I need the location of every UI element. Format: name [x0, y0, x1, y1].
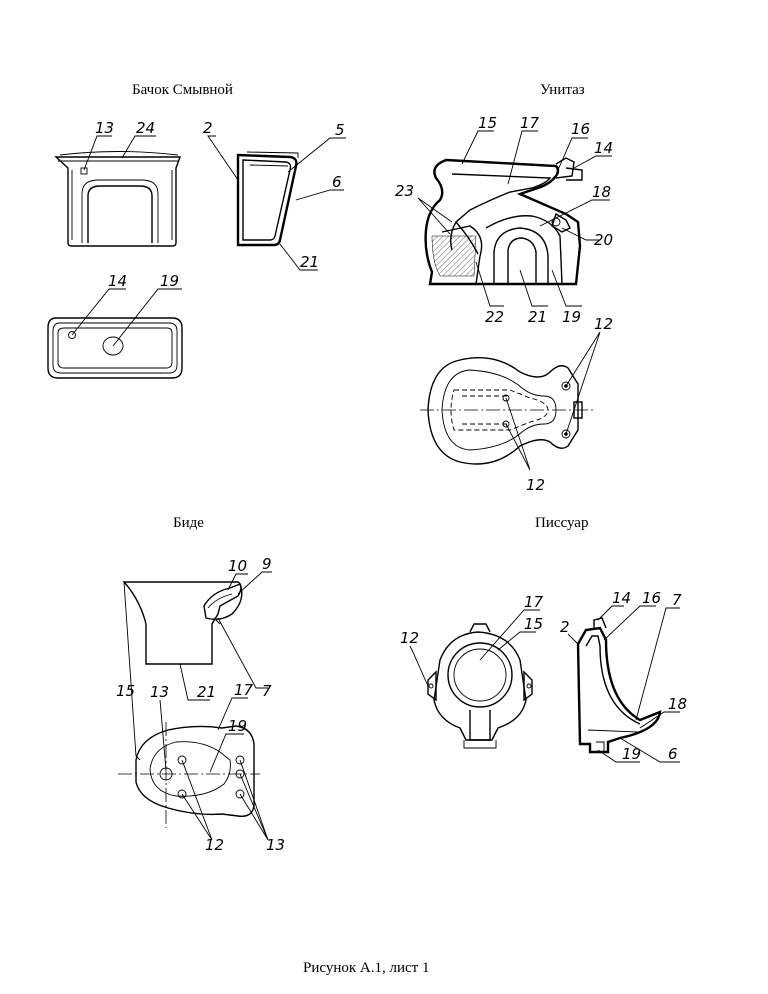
- tank-label-14: 14: [108, 272, 127, 290]
- tank-label-13: 13: [95, 119, 114, 137]
- urinal-label-7: 7: [672, 591, 682, 609]
- bidet-label-7: 7: [262, 682, 272, 700]
- toilet-label-20: 20: [594, 231, 613, 249]
- bidet-number-labels: 10 9 7 21 15 13 17 19 12 13: [116, 555, 285, 854]
- toilet-leaders: [417, 130, 612, 471]
- bidet-label-19: 19: [228, 717, 247, 735]
- urinal-label-16: 16: [642, 589, 661, 607]
- tank-label-19: 19: [160, 272, 179, 290]
- toilet-label-19: 19: [562, 308, 581, 326]
- toilet-label-16: 16: [571, 120, 590, 138]
- urinal-label-2: 2: [560, 618, 570, 636]
- bidet-plan-view: [118, 722, 260, 828]
- urinal-label-12: 12: [400, 629, 419, 647]
- urinal-label-6: 6: [668, 745, 678, 763]
- title-urinal: Писсуар: [535, 515, 589, 531]
- tank-number-labels: 13 24 2 5 6 21 14 19: [95, 119, 345, 290]
- toilet-label-14: 14: [594, 139, 613, 157]
- toilet-label-21: 21: [528, 308, 547, 326]
- toilet-label-18: 18: [592, 183, 611, 201]
- urinal-label-17: 17: [524, 593, 544, 611]
- bidet-label-13-top: 13: [150, 683, 169, 701]
- toilet-label-17: 17: [520, 114, 540, 132]
- title-toilet: Унитаз: [540, 82, 585, 98]
- tank-label-2: 2: [203, 119, 213, 137]
- urinal-label-14: 14: [612, 589, 631, 607]
- bidet-label-13-bottom: 13: [266, 836, 285, 854]
- urinal-side-view: [576, 617, 662, 754]
- urinal-label-18: 18: [668, 695, 687, 713]
- tank-label-5: 5: [335, 121, 345, 139]
- toilet-number-labels: 15 17 16 14 23 18 20 22 21 19 12 12: [395, 114, 613, 494]
- tank-front-view: [54, 151, 181, 247]
- tank-lid-view: [47, 317, 183, 379]
- figure-caption: Рисунок А.1, лист 1: [303, 960, 430, 976]
- tank-leaders: [71, 135, 346, 347]
- toilet-label-15: 15: [478, 114, 497, 132]
- title-tank: Бачок Смывной: [132, 82, 233, 98]
- urinal-label-15: 15: [524, 615, 543, 633]
- urinal-front-view: [427, 623, 533, 749]
- toilet-label-22: 22: [485, 308, 504, 326]
- bidet-label-21: 21: [197, 683, 216, 701]
- bidet-leaders: [123, 571, 272, 841]
- bidet-label-15: 15: [116, 682, 135, 700]
- tank-label-24: 24: [136, 119, 155, 137]
- toilet-plan-view: [420, 357, 596, 465]
- toilet-section-view: [424, 157, 583, 286]
- toilet-label-12-top: 12: [594, 315, 613, 333]
- tank-label-6: 6: [332, 173, 342, 191]
- bidet-label-17: 17: [234, 681, 254, 699]
- title-bidet: Биде: [173, 515, 204, 531]
- bidet-label-9: 9: [262, 555, 272, 573]
- urinal-number-labels: 17 15 12 2 14 16 7 18 19 6: [400, 589, 687, 763]
- bidet-label-12: 12: [205, 836, 224, 854]
- toilet-label-12-bottom: 12: [526, 476, 545, 494]
- tank-section-view: [236, 151, 299, 247]
- toilet-label-23: 23: [395, 182, 414, 200]
- tank-label-21: 21: [300, 253, 319, 271]
- urinal-label-19: 19: [622, 745, 641, 763]
- bidet-side-view: [122, 581, 243, 665]
- urinal-leaders: [409, 605, 680, 763]
- bidet-label-10: 10: [228, 557, 247, 575]
